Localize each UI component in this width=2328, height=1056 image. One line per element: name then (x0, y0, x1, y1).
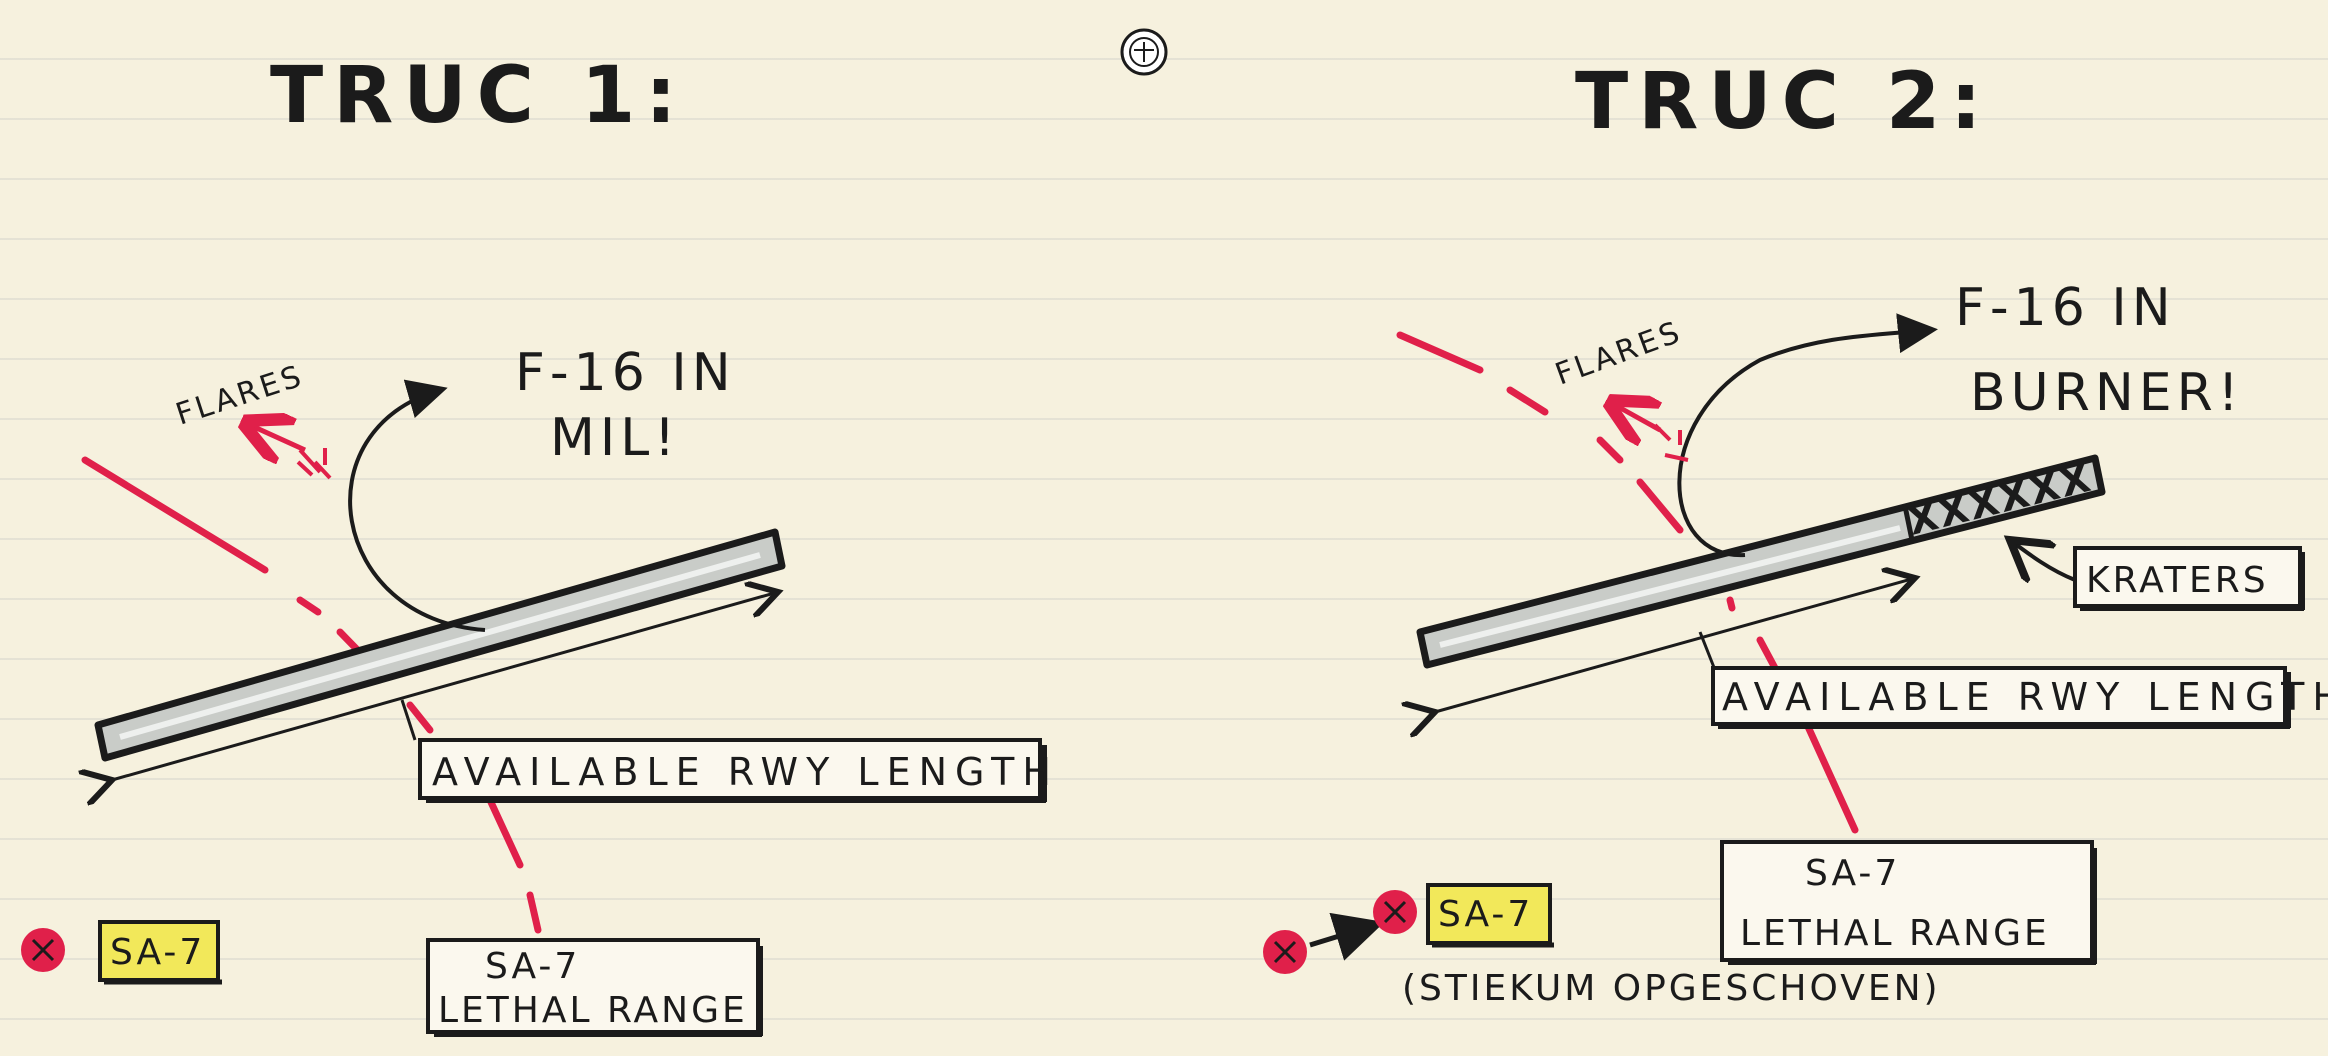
right-lethal-line2: LETHAL RANGE (1740, 913, 2050, 954)
right-craters-label: KRATERS (2086, 560, 2269, 601)
left-missile-label: SA-7 (110, 932, 205, 973)
left-runway-box-text: AVAILABLE RWY LENGTH (432, 750, 1059, 794)
right-aircraft-label-1: F-16 IN (1955, 278, 2176, 338)
left-flares-icon (250, 425, 332, 480)
left-aircraft-label-1: F-16 IN (515, 343, 736, 403)
right-new-missile-site-icon (1373, 890, 1417, 934)
left-aircraft-label-2: MIL! (550, 408, 680, 468)
right-lethal-line1: SA-7 (1805, 853, 1900, 894)
right-lethal-box: SA-7 LETHAL RANGE (1720, 840, 2097, 965)
right-missile-path (1396, 331, 1859, 834)
right-old-missile-site-icon (1263, 930, 1307, 974)
right-craters-marks: XXXXXX (1904, 456, 2097, 544)
right-moved-note: (STIEKUM OPGESCHOVEN) (1402, 968, 1941, 1009)
right-craters-arrow (2010, 540, 2076, 580)
right-runway-box: AVAILABLE RWY LENGTH (1711, 666, 2328, 729)
emblem-icon (1120, 28, 1168, 76)
right-runway-box-text: AVAILABLE RWY LENGTH (1722, 675, 2328, 719)
left-flares-label: FLARES (172, 359, 308, 433)
left-missile-site-icon (21, 928, 65, 972)
left-lethal-box: SA-7 LETHAL RANGE (426, 938, 763, 1037)
left-lethal-line2: LETHAL RANGE (438, 990, 748, 1031)
left-runway-box: AVAILABLE RWY LENGTH (418, 738, 1059, 803)
left-runway (94, 528, 786, 762)
right-aircraft-path (1677, 313, 1938, 558)
left-aircraft-path (348, 379, 486, 632)
left-lethal-line1: SA-7 (485, 946, 580, 987)
right-aircraft-label-2: BURNER! (1970, 363, 2244, 423)
right-move-arrow (1309, 912, 1385, 961)
right-flares-icon (1615, 405, 1689, 462)
right-missile-label: SA-7 (1438, 894, 1533, 935)
right-craters-box: KRATERS (2073, 546, 2305, 611)
right-missile-tag: SA-7 (1426, 883, 1554, 948)
right-flares-label: FLARES (1551, 314, 1687, 392)
left-title: TRUC 1: (270, 51, 686, 141)
left-length-arrow (112, 592, 778, 780)
right-title: TRUC 2: (1575, 57, 1991, 147)
left-missile-tag: SA-7 (98, 920, 222, 985)
right-length-arrow (1435, 578, 1915, 712)
